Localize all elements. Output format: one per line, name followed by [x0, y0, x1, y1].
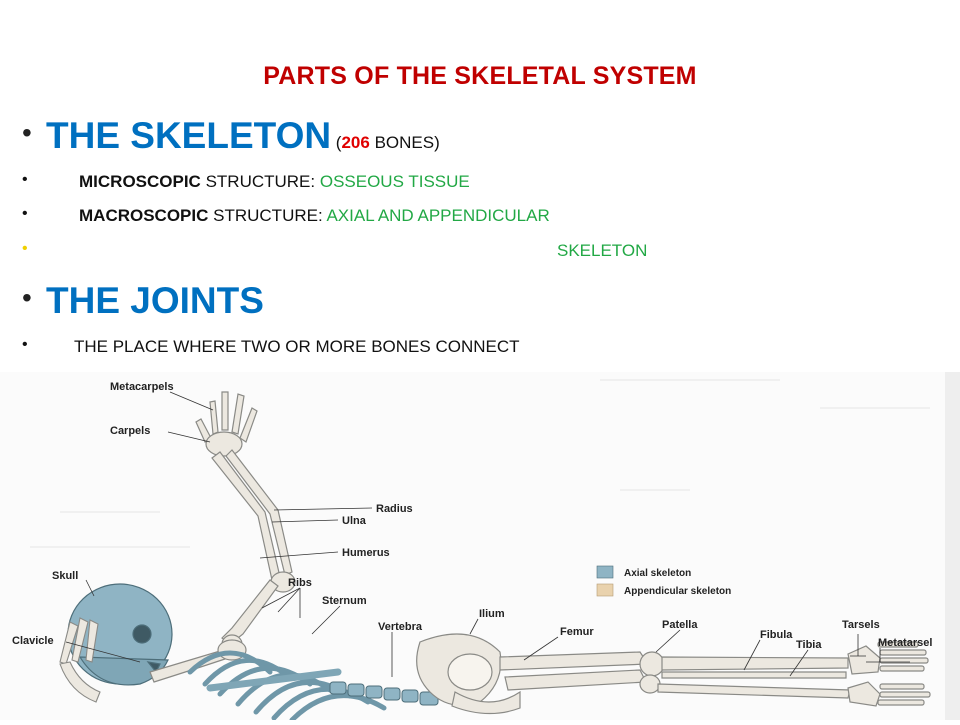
label-ribs: Ribs [288, 577, 312, 589]
label-ilium: Ilium [479, 608, 505, 620]
legend-axial: Axial skeleton [624, 568, 691, 579]
axial-swatch [596, 565, 614, 579]
skull [67, 583, 173, 686]
label-metatarsel: Metatarsel [878, 637, 932, 649]
joints-heading: THE JOINTS [46, 280, 264, 321]
label-skull: Skull [52, 570, 78, 582]
label-vertebra: Vertebra [378, 621, 423, 633]
microscopic-value: OSSEOUS TISSUE [319, 172, 470, 191]
label-metacarpels: Metacarpels [110, 381, 174, 393]
legend-appendicular: Appendicular skeleton [624, 586, 731, 597]
label-femur: Femur [560, 626, 594, 638]
label-clavicle: Clavicle [12, 635, 54, 647]
slide-title: PARTS OF THE SKELETAL SYSTEM [263, 62, 697, 90]
bullet-dot: • [22, 282, 32, 313]
bullet-dot: • [22, 205, 28, 222]
bullet-dot: • [22, 240, 28, 257]
label-humerus: Humerus [342, 547, 390, 559]
pelvis [416, 633, 521, 715]
bullet-dot: • [22, 117, 32, 148]
skeleton-paren: ( [331, 133, 342, 152]
label-carpels: Carpels [110, 425, 150, 437]
joints-definition: THE PLACE WHERE TWO OR MORE BONES CONNEC… [74, 337, 520, 356]
microscopic-structure: STRUCTURE: [200, 172, 320, 191]
bullet-dot: • [22, 336, 28, 353]
label-tarsels: Tarsels [842, 619, 880, 631]
macroscopic-term: MACROSCOPIC [79, 206, 209, 225]
leg-bones [499, 641, 931, 707]
skeleton-figure: Axial skeleton Appendicular skeleton Met… [0, 372, 960, 723]
bones-label: BONES) [369, 133, 440, 152]
macroscopic-value-cont: SKELETON [557, 241, 648, 260]
microscopic-term: MICROSCOPIC [79, 172, 201, 191]
label-radius: Radius [376, 503, 413, 515]
skeleton-illustration: Axial skeleton Appendicular skeleton Met… [0, 372, 960, 723]
bone-count: 206 [341, 133, 370, 152]
bullet-dot: • [22, 171, 28, 188]
macroscopic-structure: STRUCTURE: [208, 206, 327, 225]
label-fibula: Fibula [760, 629, 793, 641]
figure-legend: Axial skeleton Appendicular skeleton [596, 565, 731, 597]
label-patella: Patella [662, 619, 698, 631]
macroscopic-value: AXIAL AND APPENDICULAR [326, 206, 550, 225]
appendicular-swatch [596, 583, 614, 597]
label-tibia: Tibia [796, 639, 822, 651]
label-ulna: Ulna [342, 515, 367, 527]
skeleton-heading: THE SKELETON [46, 115, 332, 156]
arm-bones [195, 391, 296, 654]
label-sternum: Sternum [322, 595, 367, 607]
